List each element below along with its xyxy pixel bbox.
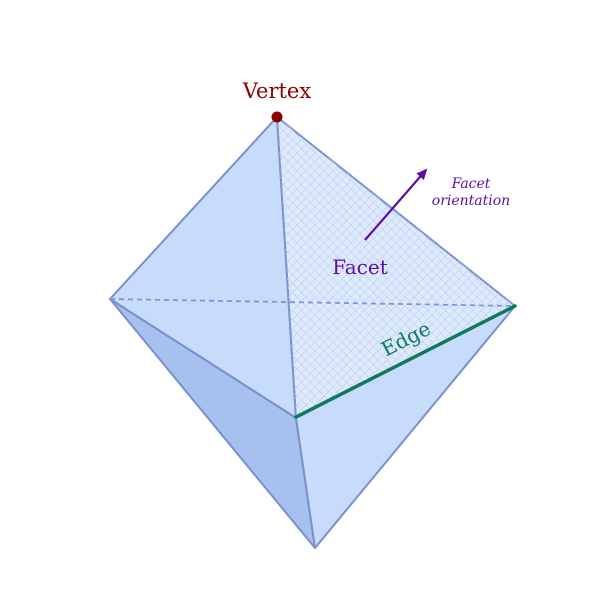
highlighted-edge: [294, 304, 517, 419]
orientation-arrow: [364, 168, 428, 241]
orientation-label-line-2: orientation: [432, 193, 510, 209]
vertex-dot: [271, 111, 283, 123]
hidden-edge: [109, 298, 516, 307]
vertex-label: Vertex: [242, 79, 312, 103]
orientation-label-line-1: Facet: [451, 176, 491, 192]
facet-hatching: [277, 117, 515, 418]
facet-label: Facet: [332, 255, 388, 279]
